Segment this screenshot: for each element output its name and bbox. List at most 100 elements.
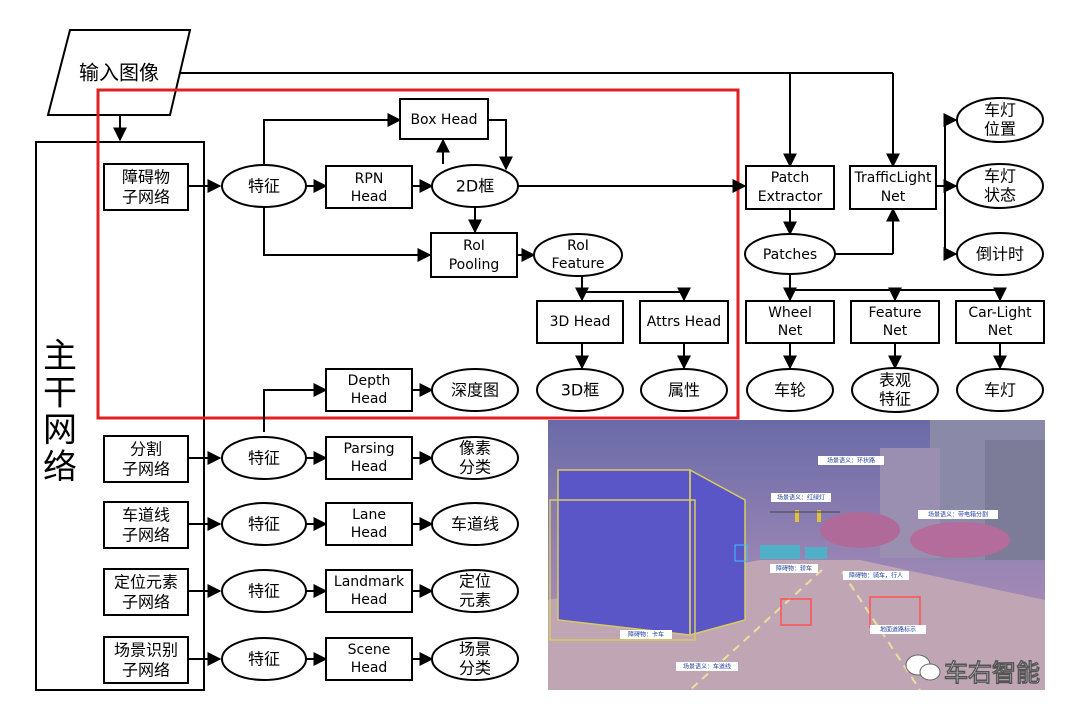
roi-pooling-label-2: Pooling <box>449 257 500 273</box>
obstacle-subnet-label-2: 子网络 <box>122 188 170 207</box>
scene-tag-2: 场景语义：红绿灯 <box>777 494 825 502</box>
loc-subnet-label-1: 定位元素 <box>114 573 178 592</box>
feature-node-obstacle <box>221 164 307 208</box>
obstacle-subnet-label-1: 障碍物 <box>122 168 170 187</box>
feature-label-scene: 特征 <box>248 650 280 669</box>
scene-tag-1: 场景语义：环状路 <box>827 457 875 465</box>
light-position-node <box>956 97 1044 143</box>
scene-tag-3: 场景语义：带电箱分割 <box>928 511 988 519</box>
landmark-head-label-2: Head <box>351 592 388 608</box>
roi-pooling-node <box>430 232 518 278</box>
scene-tag-4: 障碍物：轿车 <box>776 565 812 573</box>
backbone-char-4: 络 <box>43 448 77 488</box>
loc-element-label-2: 元素 <box>459 591 491 610</box>
light-position-label-1: 车灯 <box>984 101 1016 120</box>
car-light-net-label-1: Car-Light <box>968 305 1032 321</box>
attrs-head-node <box>639 300 729 344</box>
wheel-net-label-2: Net <box>778 323 803 339</box>
countdown-node <box>956 232 1044 276</box>
feature-label-seg: 特征 <box>248 449 280 468</box>
parsing-head-node <box>325 436 413 480</box>
feature-node-seg <box>221 436 307 480</box>
feature-label-obstacle: 特征 <box>248 177 280 196</box>
scene-tag-7: 地面道路标示 <box>880 626 916 634</box>
depth-head-label-1: Depth <box>348 373 391 389</box>
car-light-net-label-2: Net <box>988 323 1013 339</box>
landmark-head-label-1: Landmark <box>334 574 405 590</box>
appearance-feature-label-1: 表观 <box>879 371 911 390</box>
scene-class-label-1: 场景 <box>459 640 491 659</box>
seg-subnet-label-2: 子网络 <box>122 460 170 479</box>
watermark-text: 车右智能 <box>944 659 1040 687</box>
obstacle-subnet-node <box>103 163 189 211</box>
attributes-node <box>640 368 728 412</box>
parsing-head-label-2: Head <box>351 459 388 475</box>
patch-extractor-label-2: Extractor <box>758 189 823 205</box>
patch-extractor-node <box>745 165 835 210</box>
feature-net-label-1: Feature <box>869 305 922 321</box>
box-head-label: Box Head <box>410 112 477 128</box>
wechat-icon <box>905 654 941 681</box>
wheel-node <box>746 368 834 412</box>
roi-feature-label-2: Feature <box>552 256 605 272</box>
light-state-node <box>956 163 1044 209</box>
head3d-node <box>536 300 624 344</box>
lane-subnet-node <box>103 501 189 549</box>
light-state-label-2: 状态 <box>984 186 1016 205</box>
backbone-char-3: 网 <box>43 411 77 451</box>
pixel-class-label-1: 像素 <box>459 439 491 458</box>
light-position-label-2: 位置 <box>984 120 1016 139</box>
box3d-node <box>536 368 624 412</box>
backbone-char-2: 干 <box>43 374 77 414</box>
lane-output-label: 车道线 <box>451 515 499 534</box>
lane-head-label-1: Lane <box>352 507 386 523</box>
scene-head-node <box>325 637 413 681</box>
attrs-head-label: Attrs Head <box>647 314 721 330</box>
scene-tag-6: 障碍物：卡车 <box>628 631 664 639</box>
scene-subnet-label-1: 场景识别 <box>114 641 178 660</box>
box2d-label: 2D框 <box>456 177 495 196</box>
wheel-label: 车轮 <box>774 381 806 400</box>
feature-node-scene <box>221 637 307 681</box>
attributes-label: 属性 <box>668 381 700 400</box>
wheel-net-label-1: Wheel <box>768 305 812 321</box>
depth-map-node <box>431 368 519 412</box>
depth-head-label-2: Head <box>351 391 388 407</box>
parsing-head-label-1: Parsing <box>343 441 394 457</box>
perception-scene-image: 场景语义：环状路 场景语义：红绿灯 场景语义：带电箱分割 障碍物：轿车 障碍物：… <box>548 420 1045 691</box>
loc-subnet-label-2: 子网络 <box>122 593 170 612</box>
lane-output-node <box>431 502 519 546</box>
patches-node <box>744 233 836 275</box>
rpn-head-label-2: Head <box>351 189 388 205</box>
feature-label-loc: 特征 <box>248 582 280 601</box>
lane-head-node <box>325 502 413 546</box>
appearance-feature-node <box>851 367 939 413</box>
scene-tag-8: 场景语义：车道线 <box>683 663 731 671</box>
patches-label: Patches <box>763 247 817 263</box>
feature-label-lane: 特征 <box>248 515 280 534</box>
box2d-node <box>431 164 519 208</box>
wheel-net-node <box>745 300 835 344</box>
appearance-feature-label-2: 特征 <box>879 390 911 409</box>
light-state-label-1: 车灯 <box>984 167 1016 186</box>
highlight-frame <box>96 88 740 420</box>
box-head-node <box>399 98 489 140</box>
loc-subnet-node <box>103 568 189 616</box>
loc-element-label-1: 定位 <box>459 572 491 591</box>
seg-subnet-label-1: 分割 <box>130 440 162 459</box>
traffic-light-net-node <box>849 165 937 210</box>
feature-node-lane <box>221 502 307 546</box>
depth-head-node <box>325 368 413 412</box>
seg-subnet-node <box>103 435 189 483</box>
patch-extractor-label-1: Patch <box>771 170 809 186</box>
head3d-label: 3D Head <box>550 314 611 330</box>
rpn-head-node <box>325 165 413 209</box>
landmark-head-node <box>325 569 413 613</box>
roi-feature-node <box>533 233 623 277</box>
feature-net-node <box>850 300 940 344</box>
traffic-light-net-label-1: TrafficLight <box>854 170 933 186</box>
countdown-label: 倒计时 <box>976 245 1024 264</box>
backbone-char-1: 主 <box>43 337 77 377</box>
lane-subnet-label-2: 子网络 <box>122 526 170 545</box>
